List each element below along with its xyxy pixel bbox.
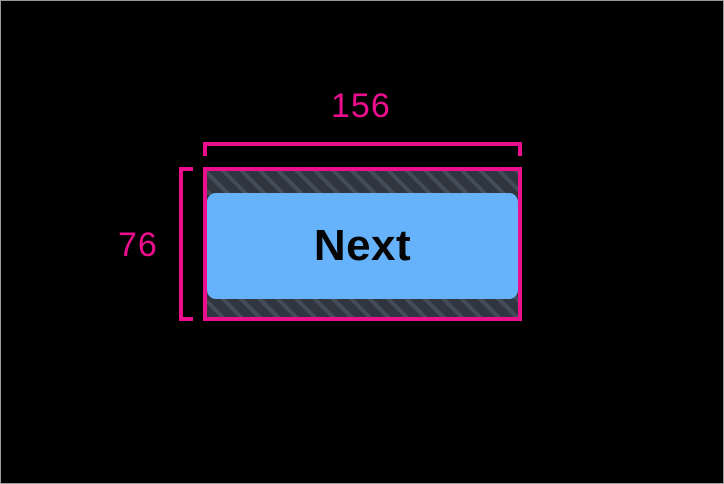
width-dimension-bracket <box>203 142 522 156</box>
height-dimension-bracket <box>179 167 193 321</box>
element-bounding-box: Next <box>203 167 522 321</box>
next-button[interactable]: Next <box>207 193 518 299</box>
next-button-label: Next <box>313 221 412 270</box>
button-padding-region: Next <box>207 171 518 317</box>
height-measurement-label: 76 <box>118 226 158 264</box>
width-measurement-label: 156 <box>331 87 391 125</box>
